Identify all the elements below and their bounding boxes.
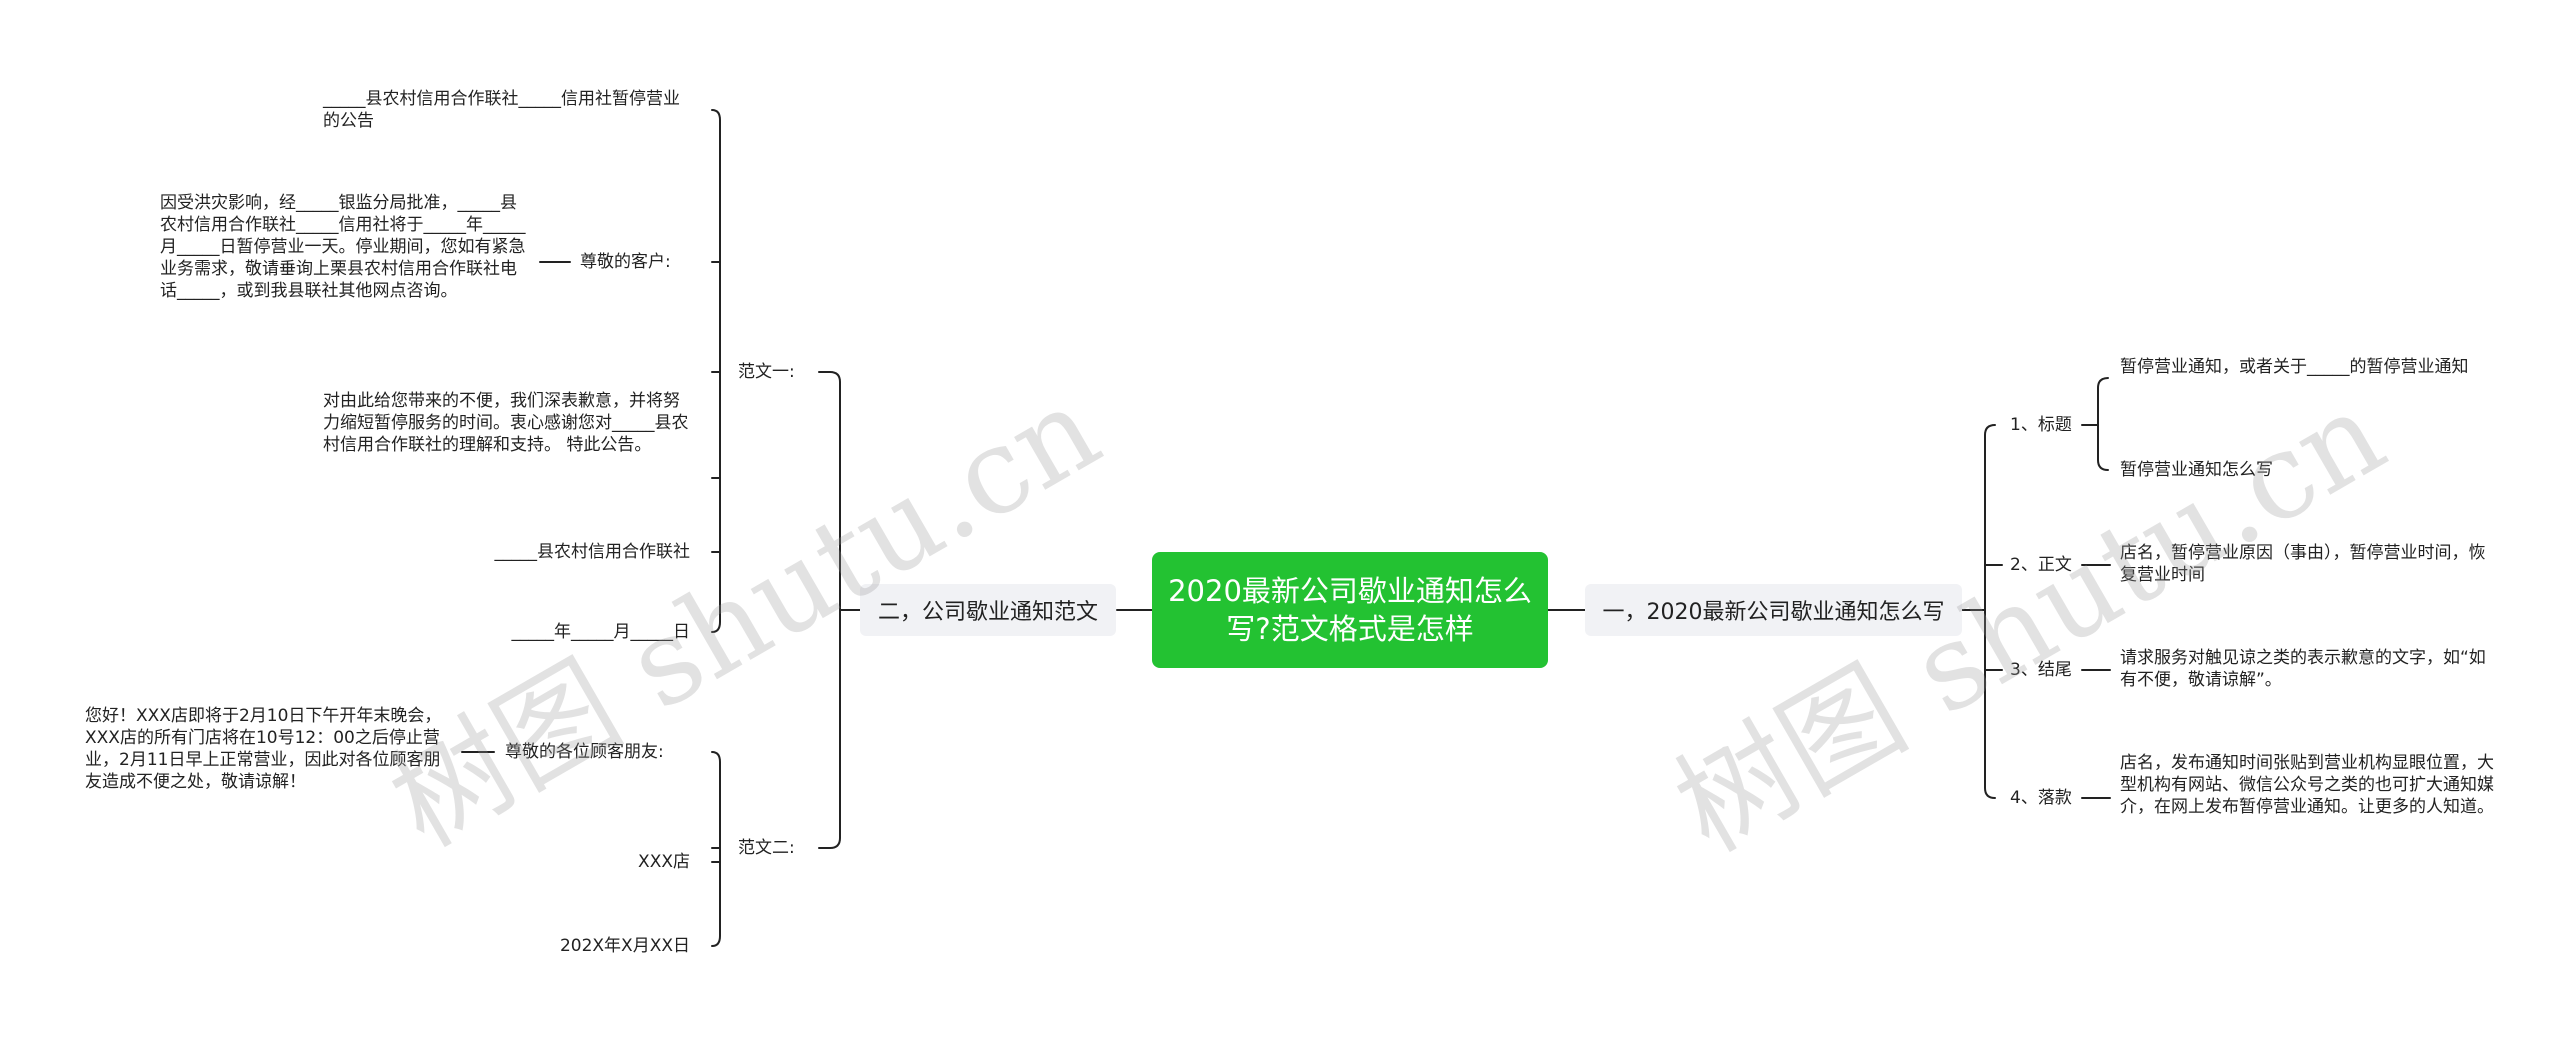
sample2-date: 202X年X月XX日: [559, 936, 690, 956]
sample1-body-1: 因受洪灾影响，经_____银监分局批准，_____县农村信用合作联社_____信…: [160, 193, 526, 301]
root-topic[interactable]: 2020最新公司歇业通知怎么写?范文格式是怎样: [1152, 552, 1548, 668]
sample1-label[interactable]: 范文一:: [738, 362, 795, 382]
item-ending-label[interactable]: 3、结尾: [2010, 660, 2072, 680]
ending-description: 请求服务对触见谅之类的表示歉意的文字，如“如有不便，敬请谅解”。: [2120, 648, 2486, 690]
sample1-signature: _____县农村信用合作联社: [494, 542, 691, 562]
title-example-1: 暂停营业通知，或者关于_____的暂停营业通知: [2120, 357, 2469, 377]
body-description: 店名，暂停营业原因（事由），暂停营业时间，恢复营业时间: [2120, 543, 2486, 585]
sample2-label[interactable]: 范文二:: [738, 838, 795, 858]
sample2-body: 您好！XXX店即将于2月10日下午开年末晚会，XXX店的所有门店将在10号12：…: [85, 706, 442, 792]
branch-left-samples[interactable]: 二，公司歇业通知范文: [860, 584, 1116, 636]
item-title-label[interactable]: 1、标题: [2010, 415, 2072, 435]
item-signoff-label[interactable]: 4、落款: [2010, 788, 2072, 808]
branch-right-howto[interactable]: 一，2020最新公司歇业通知怎么写: [1585, 584, 1962, 636]
item-body-label[interactable]: 2、正文: [2010, 555, 2072, 575]
sample1-date: _____年_____月_____日: [511, 622, 691, 642]
sample2-salutation: 尊敬的各位顾客朋友:: [505, 742, 664, 762]
sample1-salutation: 尊敬的客户:: [580, 252, 671, 272]
title-example-2: 暂停营业通知怎么写: [2120, 460, 2273, 480]
sample2-signature: XXX店: [638, 852, 690, 872]
signoff-description: 店名，发布通知时间张贴到营业机构显眼位置，大型机构有网站、微信公众号之类的也可扩…: [2120, 753, 2494, 817]
sample1-body-2: 对由此给您带来的不便，我们深表歉意，并将努力缩短暂停服务的时间。衷心感谢您对__…: [323, 391, 689, 455]
sample1-heading: _____县农村信用合作联社_____信用社暂停营业的公告: [323, 89, 680, 131]
